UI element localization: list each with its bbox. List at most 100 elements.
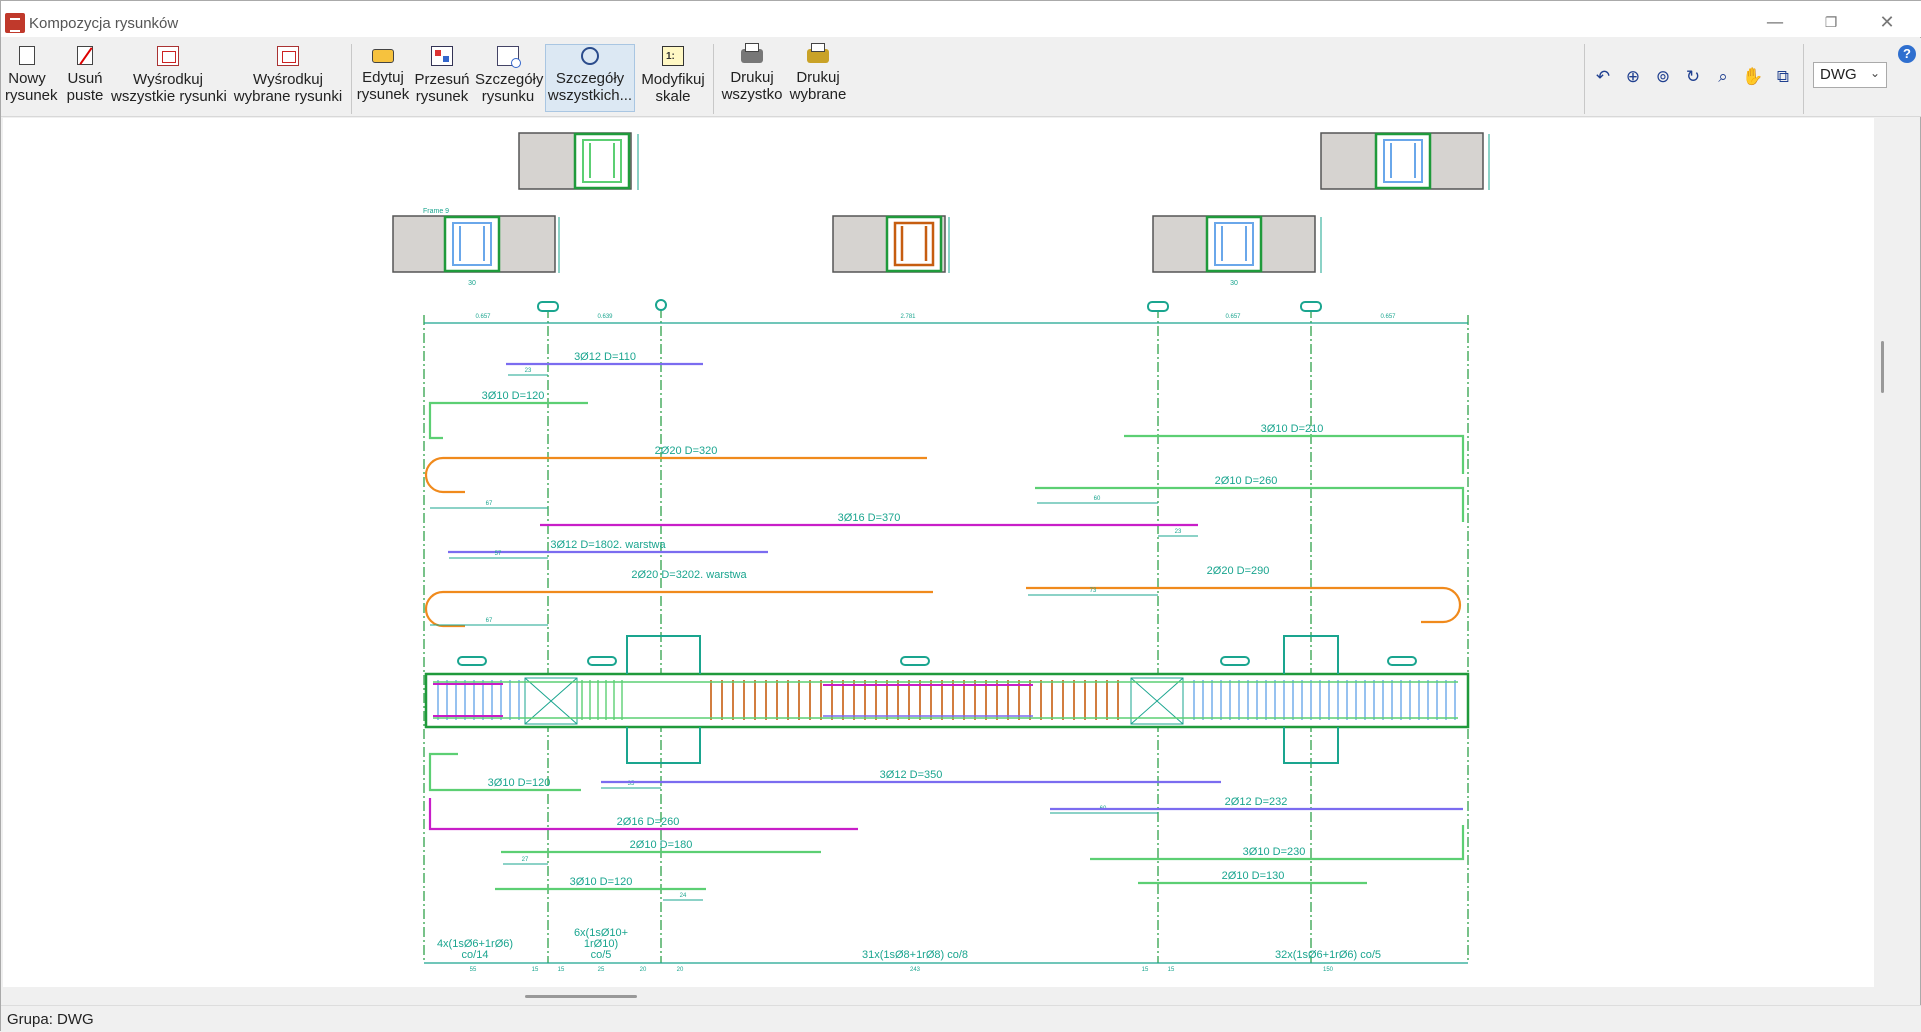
anchor-dim-label: 35 (628, 781, 635, 787)
bar-label: 3Ø10 D=120 (488, 777, 551, 789)
section-markers (457, 656, 1417, 666)
cross-section-5: 30 (1152, 215, 1322, 287)
vertical-scrollbar[interactable] (1881, 341, 1884, 393)
select-window-icon[interactable]: ⧉ (1776, 67, 1790, 87)
button-label: Usuń (67, 70, 103, 87)
help-icon[interactable]: ? (1898, 45, 1916, 63)
toolbar-separator (713, 44, 714, 114)
anchor-dim-label: 60 (1094, 496, 1101, 502)
redraw-icon[interactable]: ↻ (1685, 67, 1701, 87)
cross-section-4 (832, 215, 950, 273)
bottom-dim-label: 20 (677, 967, 684, 973)
stirrup-label: 1rØ10) (584, 938, 618, 950)
print-selected-button[interactable]: Drukuj wybrane (787, 43, 849, 112)
bar-label: 3Ø12 D=1802. warstwa (550, 539, 666, 551)
span-label: 0.639 (597, 314, 613, 320)
anchor-dims (430, 374, 1198, 901)
button-label: Szczegóły (475, 71, 544, 88)
edit-drawing-icon (372, 49, 394, 63)
top-bars (424, 362, 1465, 628)
anchor-dim-label: 67 (486, 501, 493, 507)
bar-label: 2Ø10 D=180 (630, 839, 693, 851)
bar-label: 3Ø12 D=350 (880, 769, 943, 781)
anchor-dim-label: 57 (495, 551, 502, 557)
top-bar-labels: 3Ø12 D=110 3Ø10 D=120 3Ø10 D=210 2Ø20 D=… (482, 351, 1324, 581)
stirrup-label: 6x(1sØ10+ (574, 927, 628, 939)
span-label: 0.657 (475, 314, 491, 320)
bottom-dim-label: 55 (470, 967, 477, 973)
button-label: skale (655, 88, 691, 105)
section-dim: 30 (1230, 280, 1238, 287)
delete-empty-button[interactable]: Usuń puste (61, 44, 109, 112)
stirrup-label: 32x(1sØ6+1rØ6) co/5 (1275, 949, 1381, 961)
button-label: Edytuj (362, 69, 404, 86)
chevron-down-icon: ⌄ (1869, 66, 1880, 80)
bar-label: 2Ø12 D=232 (1225, 796, 1288, 808)
delete-empty-icon (77, 46, 93, 65)
new-drawing-button[interactable]: Nowy rysunek (5, 44, 58, 112)
axis-markers (537, 299, 1322, 312)
all-details-button[interactable]: Szczegóły wszystkich... (545, 44, 635, 112)
button-label: Modyfikuj (641, 71, 705, 88)
zoom-2x-icon[interactable]: ⊚ (1655, 67, 1671, 87)
pan-hand-icon[interactable]: ✋ (1742, 67, 1764, 87)
print-all-button[interactable]: Drukuj wszystko (719, 43, 785, 112)
horizontal-scrollbar[interactable] (525, 995, 637, 998)
restore-button[interactable]: ❐ (1824, 15, 1838, 31)
all-details-icon (581, 47, 599, 65)
close-button[interactable]: ✕ (1879, 12, 1895, 33)
bar-label: 3Ø12 D=110 (574, 351, 636, 363)
minimize-button[interactable]: — (1766, 12, 1784, 33)
span-label: 2.781 (900, 314, 916, 320)
bottom-dim-label: 15 (558, 967, 565, 973)
center-all-icon (157, 46, 179, 66)
stirrup-labels: 4x(1sØ6+1rØ6) co/14 6x(1sØ10+ 1rØ10) co/… (437, 927, 1381, 961)
button-label: rysunek (415, 88, 469, 105)
zoom-window-icon[interactable]: ⌕ (1718, 67, 1728, 87)
span-label: 0.657 (1380, 314, 1396, 320)
button-label: wszystkich... (547, 87, 633, 104)
format-select-value: DWG (1820, 66, 1857, 83)
center-all-button[interactable]: Wyśrodkuj wszystkie rysunki (111, 44, 227, 112)
print-selected-icon (807, 43, 829, 63)
edit-drawing-button[interactable]: Edytuj rysunek (355, 44, 411, 112)
bar-label: 2Ø10 D=130 (1222, 870, 1285, 882)
bar-label: 2Ø10 D=260 (1215, 475, 1278, 487)
move-drawing-button[interactable]: Przesuń rysunek (413, 44, 471, 112)
bar-label: 3Ø10 D=210 (1261, 423, 1324, 435)
anchor-dim-label: 24 (680, 893, 687, 899)
bottom-dim-labels: 55 15 15 25 20 20 243 15 15 150 (470, 967, 1334, 973)
bottom-dim-label: 15 (532, 967, 539, 973)
button-label: Nowy (8, 70, 46, 87)
toolbar-separator (1584, 44, 1585, 114)
bottom-dim-label: 20 (640, 967, 647, 973)
bottom-bars (428, 752, 1465, 891)
zoom-previous-icon[interactable]: ↶ (1595, 67, 1611, 87)
toolbar-separator (351, 44, 352, 114)
button-label: Przesuń (414, 71, 470, 88)
anchor-dim-label: 67 (486, 618, 493, 624)
stirrup-label: 4x(1sØ6+1rØ6) (437, 938, 513, 950)
modify-scale-button[interactable]: Modyfikuj skale (637, 44, 709, 112)
button-label: wybrane (789, 86, 847, 103)
modify-scale-icon (662, 46, 684, 66)
button-label: Wyśrodkuj (253, 71, 323, 88)
bottom-dim-label: 243 (910, 967, 921, 973)
button-label: Drukuj (796, 69, 840, 86)
span-labels: 0.657 0.639 2.781 0.657 0.657 (475, 314, 1396, 320)
bar-label: 3Ø10 D=230 (1243, 846, 1306, 858)
cross-section-2 (1320, 132, 1490, 190)
bar-label: 3Ø10 D=120 (482, 390, 545, 402)
format-select[interactable]: DWG ⌄ (1813, 62, 1887, 88)
bottom-dim-label: 15 (1142, 967, 1149, 973)
bar-label: 2Ø20 D=3202. warstwa (631, 569, 747, 581)
zoom-extents-icon[interactable]: ⊕ (1625, 67, 1641, 87)
drawing-canvas[interactable]: Frame 9 30 (3, 118, 1874, 987)
center-selected-button[interactable]: Wyśrodkuj wybrane rysunki (229, 44, 347, 112)
bottom-dim-label: 150 (1323, 967, 1334, 973)
button-label: Drukuj (730, 69, 774, 86)
drawing-details-button[interactable]: Szczegóły rysunku (475, 44, 544, 112)
stirrup-label: co/5 (591, 949, 612, 961)
cross-section-1 (518, 132, 639, 190)
button-label: rysunek (356, 86, 410, 103)
